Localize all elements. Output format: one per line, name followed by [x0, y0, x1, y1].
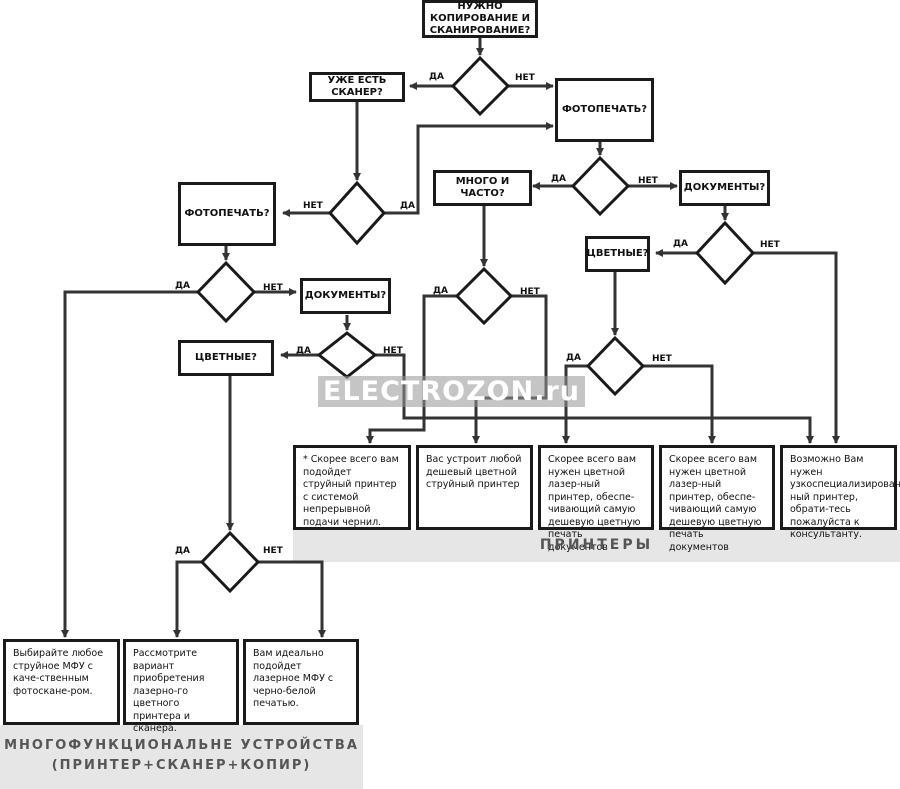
- connector: [643, 364, 716, 444]
- much-often-box: МНОГО И ЧАСТО?: [433, 170, 532, 206]
- yes-label: ДА: [673, 239, 688, 249]
- mfu-section-subtitle: (ПРИНТЕР+СКАНЕР+КОПИР): [51, 758, 312, 773]
- no-label: НЕТ: [263, 283, 283, 293]
- documents-left-box: ДОКУМЕНТЫ?: [300, 278, 391, 314]
- no-label: НЕТ: [760, 240, 780, 250]
- site-watermark: ELECTROZON.ru: [318, 376, 585, 407]
- yes-label: ДА: [175, 281, 190, 291]
- connector: [173, 560, 202, 638]
- decision-diamond: [694, 220, 756, 286]
- decision-diamond: [450, 55, 511, 117]
- connector: [61, 290, 198, 638]
- decision-diamond: [195, 260, 257, 324]
- decision-diamond: [570, 155, 631, 217]
- printers-section-title: ПРИНТЕРЫ: [539, 537, 654, 553]
- yes-label: ДА: [566, 353, 581, 363]
- mfu-result-box: Рассмотрите вариант приобретения лазерно…: [123, 639, 239, 734]
- connector: [384, 122, 554, 215]
- mfu-result-box: Выбирайте любое струйное МФУ с каче-стве…: [3, 639, 120, 725]
- yes-label: ДА: [296, 346, 311, 356]
- color-left-box: ЦВЕТНЫЕ?: [178, 340, 274, 376]
- printer-result-box: Скорее всего вам нужен цветной лазер-ный…: [538, 445, 654, 553]
- no-label: НЕТ: [383, 346, 403, 356]
- mfu-section-title: МНОГОФУНКЦИОНАЛЬНЕ УСТРОЙСТВА: [4, 738, 359, 753]
- no-label: НЕТ: [515, 73, 535, 83]
- printer-result-box: Возможно Вам нужен узкоспециализирован-н…: [780, 445, 900, 540]
- mfu-result-box: Вам идеально подойдет лазерное МФУ с чер…: [243, 639, 359, 725]
- yes-label: ДА: [400, 201, 415, 211]
- photo-print-right-box: ФОТОПЕЧАТЬ?: [555, 78, 654, 142]
- yes-label: ДА: [429, 72, 444, 82]
- connector: [258, 560, 326, 638]
- no-label: НЕТ: [520, 287, 540, 297]
- mfu-band: [0, 725, 363, 789]
- printer-result-box: * Скорее всего вам подойдет струйный при…: [293, 445, 411, 530]
- yes-label: ДА: [433, 286, 448, 296]
- no-label: НЕТ: [638, 176, 658, 186]
- decision-diamond: [199, 530, 261, 594]
- decision-diamond: [327, 180, 387, 246]
- photo-print-left-box: ФОТОПЕЧАТЬ?: [178, 182, 276, 246]
- decision-diamond: [585, 335, 646, 397]
- have-scanner-box: УЖЕ ЕСТЬ СКАНЕР?: [309, 72, 405, 102]
- yes-label: ДА: [551, 174, 566, 184]
- start-question-box: НУЖНО КОПИРОВАНИЕ И СКАНИРОВАНИЕ?: [422, 0, 538, 38]
- yes-label: ДА: [175, 546, 190, 556]
- connector: [375, 353, 814, 444]
- printers-band: [293, 530, 900, 562]
- no-label: НЕТ: [652, 354, 672, 364]
- connector: [753, 251, 840, 444]
- color-right-box: ЦВЕТНЫЕ?: [585, 236, 650, 272]
- printer-result-box: Скорее всего вам нужен цветной лазер-ный…: [659, 445, 775, 553]
- printer-result-box: Вас устроит любой дешевый цветной струйн…: [416, 445, 533, 530]
- no-label: НЕТ: [263, 546, 283, 556]
- no-label: НЕТ: [303, 201, 323, 211]
- documents-right-box: ДОКУМЕНТЫ?: [679, 170, 770, 206]
- connector: [366, 294, 457, 444]
- decision-diamond: [316, 331, 378, 379]
- decision-diamond: [454, 266, 514, 326]
